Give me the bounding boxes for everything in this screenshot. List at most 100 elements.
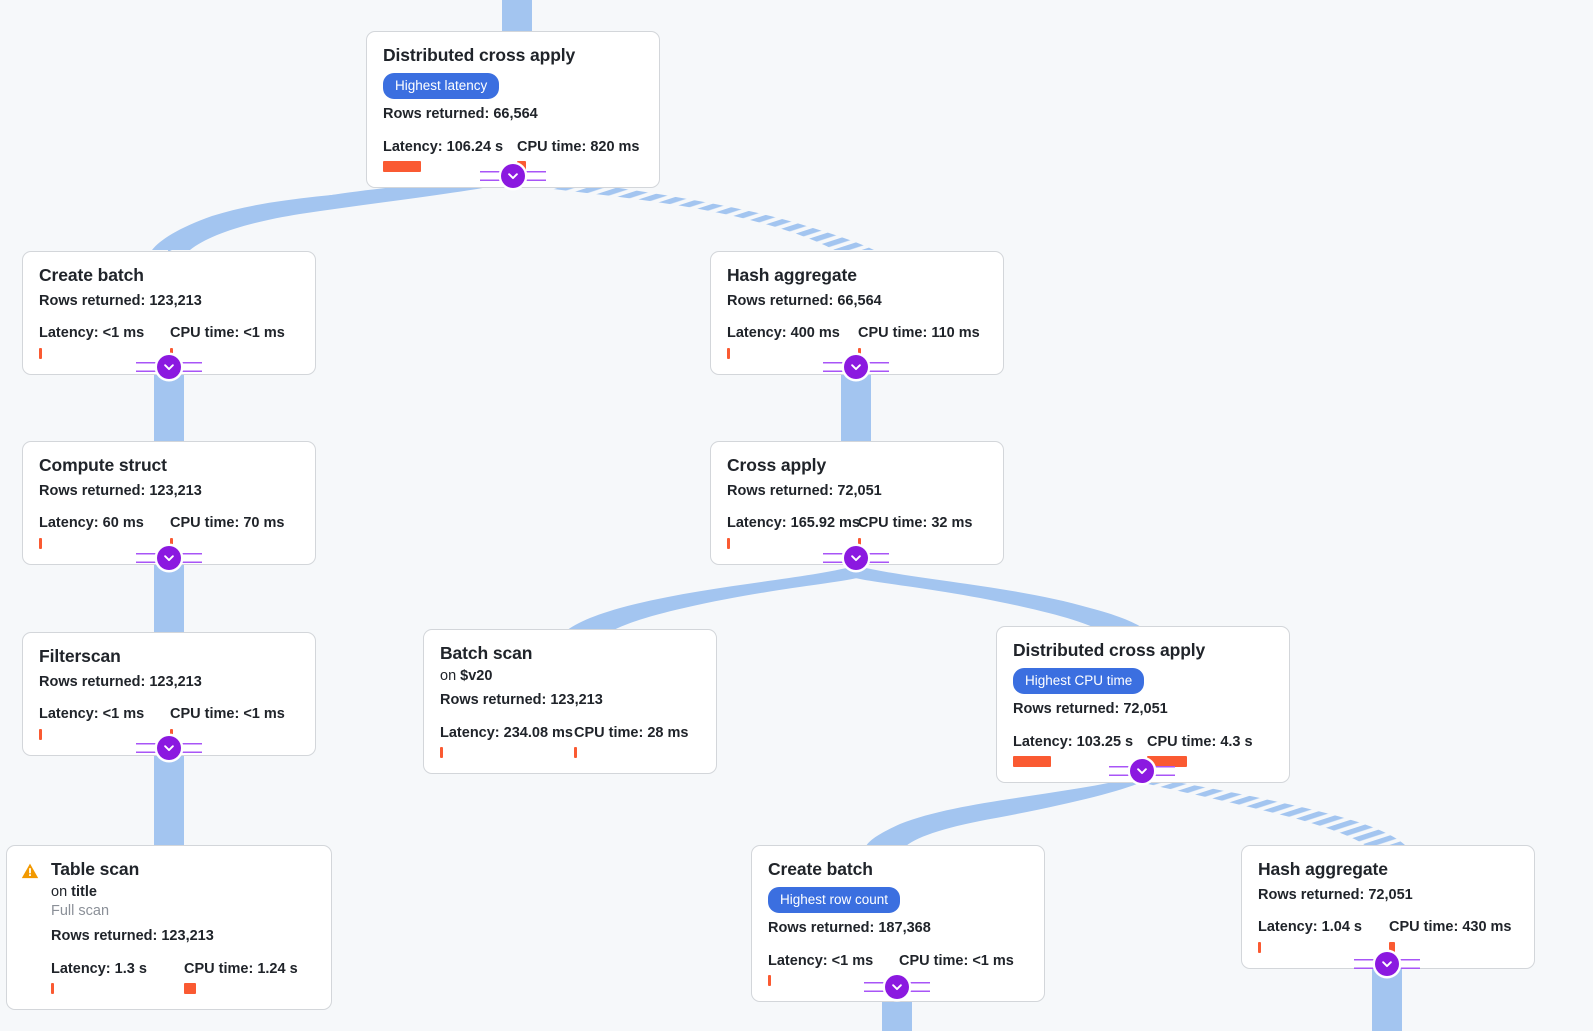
metrics-row: Latency: <1 ms CPU time: <1 ms	[39, 325, 299, 359]
metrics-row: Latency: 106.24 s CPU time: 820 ms	[383, 138, 643, 173]
metric-cpu-time-bar	[184, 982, 196, 994]
rows-returned: Rows returned: 72,051	[1013, 701, 1168, 718]
metric-latency: Latency: 60 ms	[39, 515, 170, 549]
metric-cpu-time-label: CPU time: 110 ms	[858, 325, 980, 342]
metric-cpu-time-bar	[170, 728, 173, 740]
metric-latency: Latency: 1.3 s	[51, 961, 184, 994]
metric-cpu-time-bar	[858, 347, 861, 359]
status-badge: Highest CPU time	[1013, 667, 1145, 695]
connector-rule-left	[1354, 959, 1378, 969]
connector-rule-left	[480, 171, 504, 181]
node-title: Batch scan	[440, 643, 533, 663]
node-title: Distributed cross apply	[1013, 640, 1206, 660]
metric-latency-label: Latency: 400 ms	[727, 325, 840, 342]
connector-toggle-n0[interactable]	[480, 164, 546, 188]
chevron-down-icon[interactable]	[1130, 759, 1154, 783]
metric-cpu-time: CPU time: 430 ms	[1389, 919, 1512, 953]
connector-toggle-n5[interactable]	[136, 736, 202, 760]
metric-cpu-time: CPU time: 820 ms	[517, 138, 640, 173]
plan-node-distributed-cross-apply-root[interactable]: Distributed cross apply Highest latency …	[366, 31, 660, 189]
connector-toggle-n1[interactable]	[136, 355, 202, 379]
metric-cpu-time-label: CPU time: <1 ms	[170, 325, 285, 342]
status-badge: Highest row count	[768, 886, 901, 914]
metric-latency-label: Latency: 106.24 s	[383, 138, 504, 155]
chevron-down-icon[interactable]	[157, 355, 181, 379]
node-target: on $v20	[440, 667, 700, 687]
plan-node-hash-aggregate-upper[interactable]: Hash aggregate Rows returned: 66,564 Lat…	[710, 251, 1004, 375]
metric-cpu-time-label: CPU time: 28 ms	[574, 725, 689, 741]
node-title: Create batch	[768, 859, 873, 879]
node-title: Hash aggregate	[1258, 859, 1388, 879]
node-title: Filterscan	[39, 646, 121, 666]
connector-toggle-n9[interactable]	[864, 975, 930, 999]
metric-latency-bar	[383, 161, 421, 173]
node-title: Cross apply	[727, 455, 827, 475]
metric-cpu-time: CPU time: <1 ms	[170, 325, 285, 359]
metrics-row: Latency: 60 ms CPU time: 70 ms	[39, 515, 299, 549]
connector-rule-left	[823, 553, 847, 563]
plan-node-distributed-cross-apply-cpu[interactable]: Distributed cross apply Highest CPU time…	[996, 626, 1290, 784]
metrics-row: Latency: 1.3 s CPU time: 1.24 s	[51, 961, 315, 994]
chevron-down-icon[interactable]	[844, 355, 868, 379]
plan-node-hash-aggregate-bottom[interactable]: Hash aggregate Rows returned: 72,051 Lat…	[1241, 845, 1535, 969]
plan-node-create-batch-left[interactable]: Create batch Rows returned: 123,213 Late…	[22, 251, 316, 375]
plan-node-compute-struct[interactable]: Compute struct Rows returned: 123,213 La…	[22, 441, 316, 565]
plan-node-filterscan[interactable]: Filterscan Rows returned: 123,213 Latenc…	[22, 632, 316, 756]
connector-toggle-n7[interactable]	[1109, 759, 1175, 783]
connector-toggle-n10[interactable]	[1354, 952, 1420, 976]
metric-latency: Latency: 234.08 ms	[440, 725, 574, 759]
plan-node-table-scan[interactable]: Table scan on title Full scan Rows retur…	[6, 845, 332, 1010]
metric-cpu-time-label: CPU time: <1 ms	[170, 706, 285, 723]
chevron-down-icon[interactable]	[501, 164, 525, 188]
metric-latency: Latency: <1 ms	[39, 325, 170, 359]
metric-latency-label: Latency: 234.08 ms	[440, 725, 573, 741]
on-prefix: on	[51, 883, 72, 900]
metric-latency: Latency: 400 ms	[727, 325, 858, 359]
rows-returned: Rows returned: 123,213	[440, 692, 603, 709]
connector-rule-left	[823, 362, 847, 372]
chevron-down-icon[interactable]	[1375, 952, 1399, 976]
metric-latency: Latency: 1.04 s	[1258, 919, 1389, 953]
metric-cpu-time-bar	[1389, 941, 1395, 953]
metric-latency-label: Latency: <1 ms	[768, 952, 874, 969]
status-badge: Highest latency	[383, 72, 500, 100]
chevron-down-icon[interactable]	[157, 546, 181, 570]
connector-toggle-n2[interactable]	[823, 355, 889, 379]
metric-latency-label: Latency: <1 ms	[39, 706, 145, 723]
plan-node-batch-scan[interactable]: Batch scan on $v20 Rows returned: 123,21…	[423, 629, 717, 775]
metric-cpu-time-label: CPU time: 430 ms	[1389, 919, 1512, 936]
rows-returned: Rows returned: 66,564	[383, 106, 538, 123]
plan-node-cross-apply[interactable]: Cross apply Rows returned: 72,051 Latenc…	[710, 441, 1004, 565]
metrics-row: Latency: 103.25 s CPU time: 4.3 s	[1013, 733, 1273, 768]
metric-cpu-time-label: CPU time: 32 ms	[858, 515, 973, 532]
connector-rule-right	[178, 553, 202, 563]
connector-rule-right	[906, 982, 930, 992]
connector-toggle-n4[interactable]	[823, 546, 889, 570]
metric-cpu-time-label: CPU time: 1.24 s	[184, 960, 298, 977]
metric-cpu-time: CPU time: 110 ms	[858, 325, 980, 359]
metric-latency-bar	[39, 728, 42, 740]
metric-cpu-time-label: CPU time: <1 ms	[899, 952, 1014, 969]
metric-latency-label: Latency: 1.04 s	[1258, 919, 1362, 936]
metric-latency: Latency: <1 ms	[768, 952, 899, 987]
metric-cpu-time-label: CPU time: 4.3 s	[1147, 733, 1253, 750]
connector-rule-left	[1109, 766, 1133, 776]
metrics-row: Latency: 400 ms CPU time: 110 ms	[727, 325, 987, 359]
connector-rule-right	[178, 743, 202, 753]
on-prefix: on	[440, 667, 461, 684]
metric-latency-bar	[727, 537, 730, 549]
rows-returned: Rows returned: 123,213	[39, 482, 202, 499]
connector-toggle-n3[interactable]	[136, 546, 202, 570]
node-title: Distributed cross apply	[383, 45, 576, 65]
metric-latency-label: Latency: <1 ms	[39, 325, 145, 342]
metric-cpu-time-bar	[170, 347, 173, 359]
chevron-down-icon[interactable]	[157, 736, 181, 760]
connector-rule-left	[864, 982, 888, 992]
chevron-down-icon[interactable]	[844, 546, 868, 570]
metric-latency-label: Latency: 103.25 s	[1013, 733, 1134, 750]
chevron-down-icon[interactable]	[885, 975, 909, 999]
metric-latency-bar	[39, 537, 42, 549]
metric-cpu-time-label: CPU time: 820 ms	[517, 138, 640, 155]
